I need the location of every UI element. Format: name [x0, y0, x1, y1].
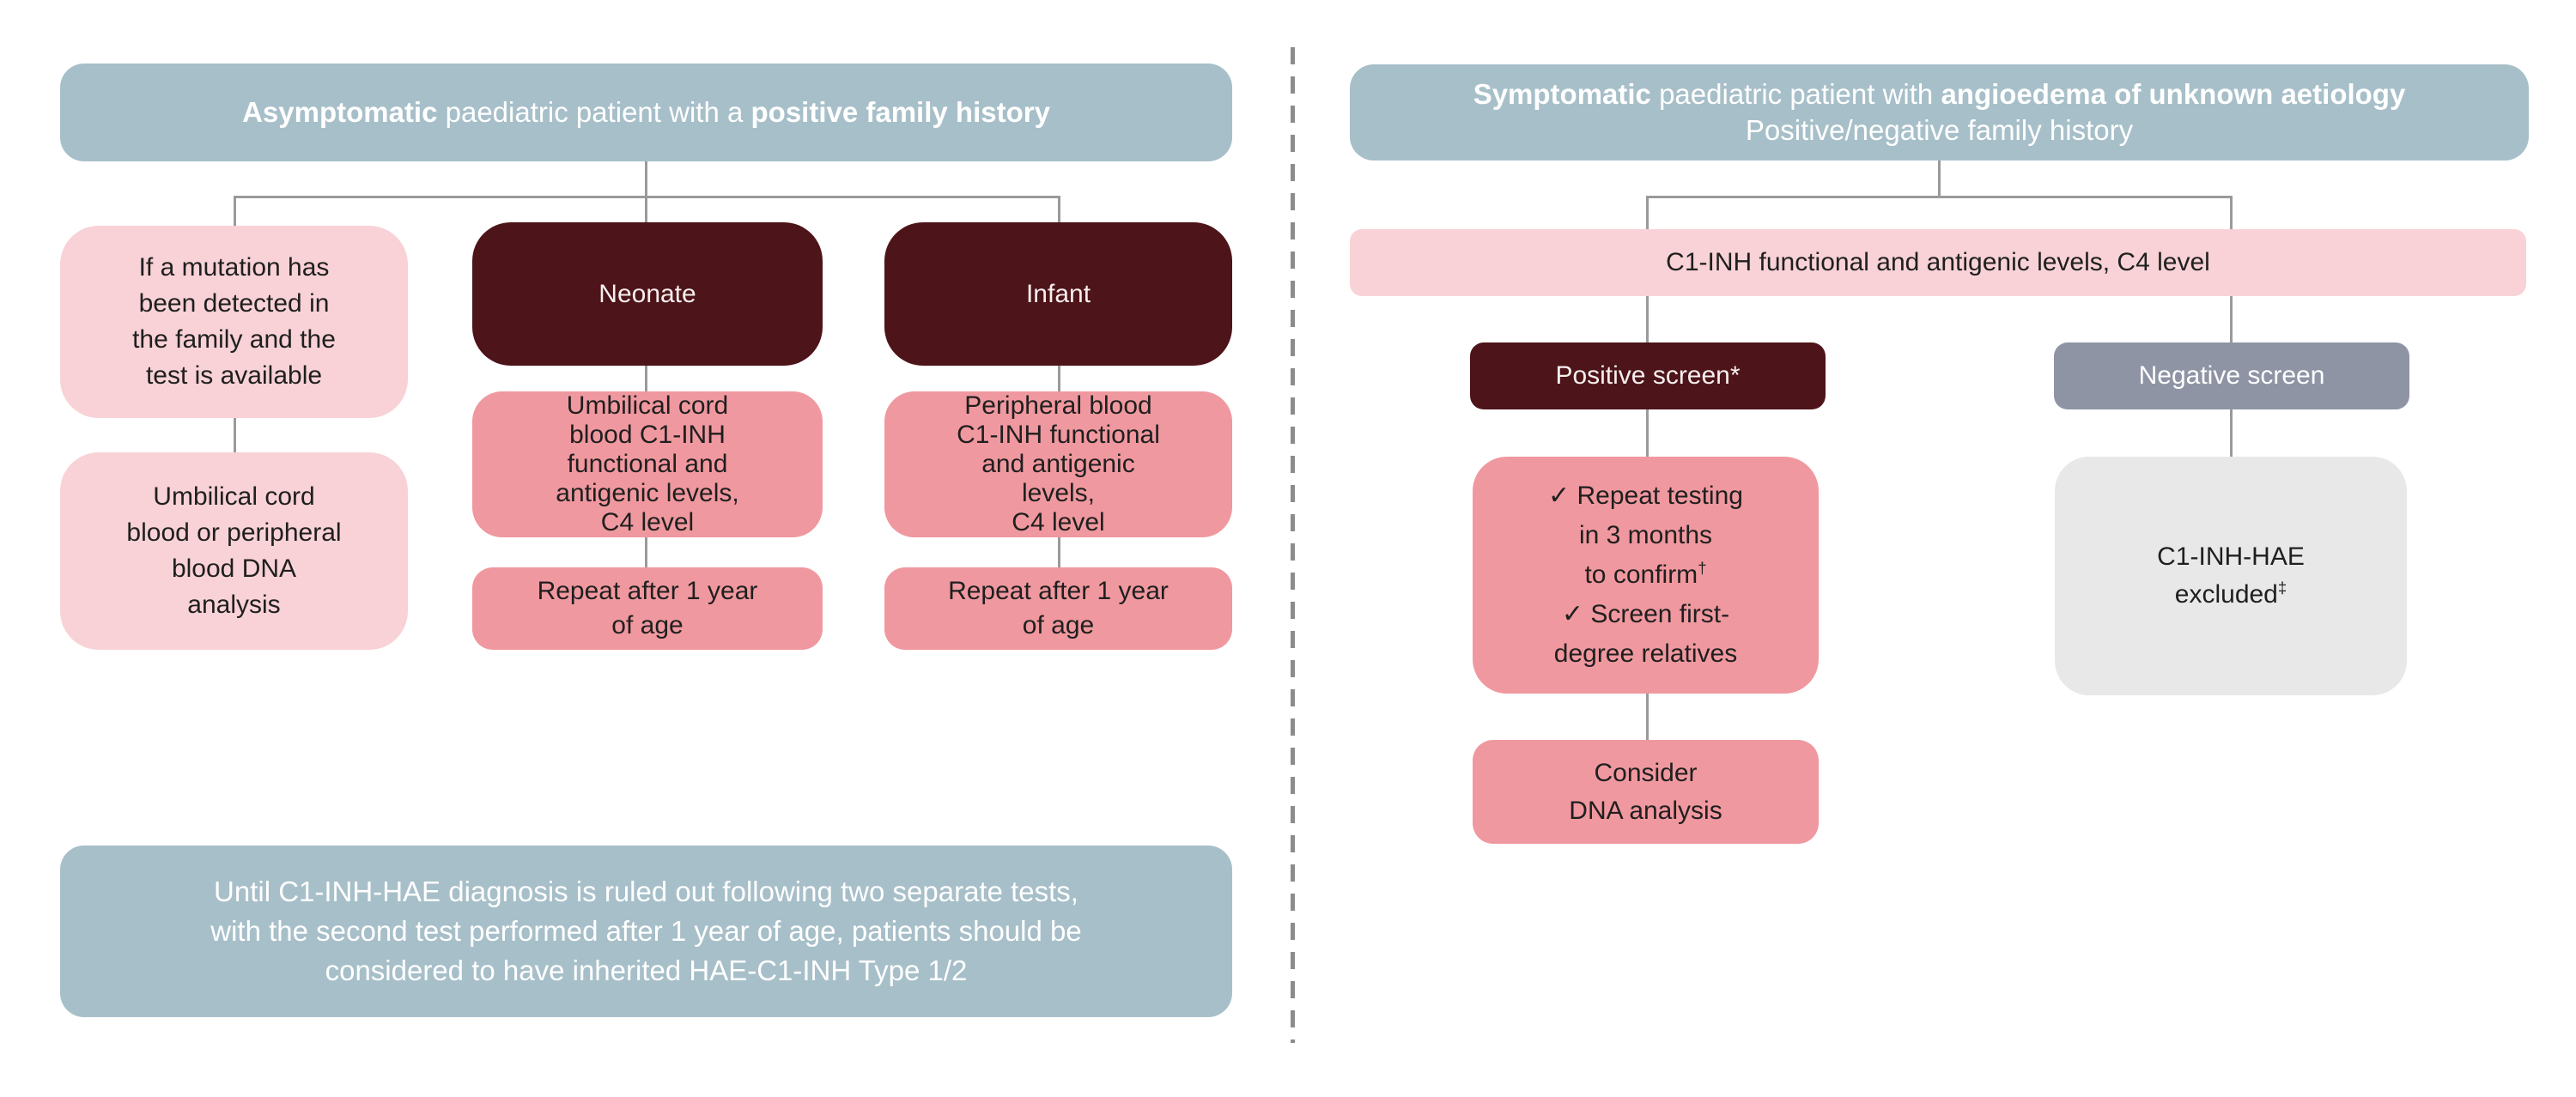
symptomatic-header-line2: Positive/negative family history: [1745, 114, 2134, 146]
line: C1-INH functional: [957, 421, 1160, 449]
panel-divider: [1291, 47, 1295, 1043]
double-dagger-footnote-mark: ‡: [2277, 579, 2287, 597]
line: C4 level: [1012, 508, 1105, 536]
line: Peripheral blood: [964, 391, 1152, 420]
positive-screen-label: Positive screen*: [1555, 361, 1741, 390]
negative-screen-label: Negative screen: [2138, 361, 2325, 390]
line: Repeat after 1 year: [948, 577, 1169, 605]
connector: [1646, 409, 1649, 457]
checklist-line: degree relatives: [1553, 639, 1738, 668]
connector: [645, 161, 647, 196]
line: been detected in: [138, 289, 330, 318]
connector: [1058, 537, 1060, 567]
connector: [1058, 196, 1060, 224]
connector: [645, 366, 647, 391]
line: Umbilical cord: [566, 391, 729, 420]
checklist-line: to confirm†: [1584, 555, 1706, 595]
line: blood DNA: [171, 555, 297, 583]
connector: [645, 537, 647, 567]
line: excluded‡: [2175, 576, 2287, 614]
line: functional and: [567, 450, 728, 478]
footer-note-box: Until C1-INH-HAE diagnosis is ruled out …: [60, 845, 1232, 1017]
connector: [1646, 694, 1649, 740]
line: analysis: [187, 591, 281, 619]
line: C4 level: [600, 508, 695, 536]
connector: [1646, 196, 2233, 198]
symptomatic-header-box: Symptomatic paediatric patient with angi…: [1350, 64, 2529, 161]
connector: [234, 196, 236, 227]
checklist-line: in 3 months: [1578, 521, 1713, 549]
neonate-label: Neonate: [598, 279, 696, 308]
infant-test-box: Peripheral blood C1-INH functional and a…: [884, 391, 1232, 537]
negative-screen-box: Negative screen: [2054, 342, 2409, 409]
line: antigenic levels,: [556, 479, 739, 507]
line: Repeat after 1 year: [537, 577, 758, 605]
consider-dna-box: Consider DNA analysis: [1473, 740, 1819, 844]
line: Umbilical cord: [153, 482, 315, 511]
line: If a mutation has: [138, 253, 330, 282]
repeat-and-screen-box: ✓ Repeat testing in 3 months to confirm†…: [1473, 457, 1819, 694]
connector: [234, 418, 236, 452]
checklist-line: ✓ Screen first-: [1561, 600, 1730, 628]
neonate-repeat-box: Repeat after 1 year of age: [472, 567, 823, 650]
line: DNA analysis: [1569, 796, 1722, 825]
line: test is available: [145, 361, 323, 390]
checklist-line: ✓ Repeat testing: [1548, 482, 1743, 510]
line: with the second test performed after 1 y…: [210, 915, 1082, 947]
mutation-detected-box: If a mutation has been detected in the f…: [60, 226, 408, 418]
positive-screen-box: Positive screen*: [1470, 342, 1826, 409]
line: and antigenic: [981, 450, 1135, 478]
line: of age: [611, 611, 683, 639]
header-mid: paediatric patient with: [1650, 78, 1941, 110]
header-mid: paediatric patient with a: [437, 96, 751, 128]
line: the family and the: [132, 325, 336, 354]
dna-analysis-box: Umbilical cord blood or peripheral blood…: [60, 452, 408, 650]
infant-label: Infant: [1025, 279, 1091, 308]
header-bold-lead: Asymptomatic: [242, 96, 438, 128]
connector: [1058, 366, 1060, 391]
test-levels-bar: C1-INH functional and antigenic levels, …: [1350, 229, 2526, 296]
confirm-text: to confirm: [1584, 561, 1698, 589]
connector: [1938, 161, 1941, 196]
connector: [645, 196, 647, 224]
asymptomatic-header-text: Asymptomatic paediatric patient with a p…: [242, 94, 1050, 130]
test-levels-text: C1-INH functional and antigenic levels, …: [1666, 248, 2210, 276]
neonate-box: Neonate: [472, 222, 823, 366]
asymptomatic-header-box: Asymptomatic paediatric patient with a p…: [60, 64, 1232, 161]
line: blood or peripheral: [126, 518, 342, 547]
connector: [2230, 409, 2233, 457]
hae-excluded-box: C1-INH-HAE excluded‡: [2055, 457, 2407, 695]
neonate-test-box: Umbilical cord blood C1-INH functional a…: [472, 391, 823, 537]
dagger-footnote-mark: †: [1698, 559, 1707, 577]
header-bold-lead: Symptomatic: [1473, 78, 1651, 110]
line: C1-INH-HAE: [2157, 542, 2305, 571]
symptomatic-header-line1: Symptomatic paediatric patient with angi…: [1473, 76, 2406, 112]
line: Until C1-INH-HAE diagnosis is ruled out …: [214, 876, 1078, 907]
infant-box: Infant: [884, 222, 1232, 366]
line: considered to have inherited HAE-C1-INH …: [325, 955, 968, 986]
header-bold-tail: positive family history: [750, 96, 1050, 128]
infant-repeat-box: Repeat after 1 year of age: [884, 567, 1232, 650]
line: Consider: [1594, 758, 1698, 787]
line: blood C1-INH: [569, 421, 726, 449]
line: levels,: [1021, 479, 1096, 507]
line: of age: [1022, 611, 1095, 639]
header-bold-tail: angioedema of unknown aetiology: [1941, 78, 2406, 110]
excluded-text: excluded: [2174, 580, 2278, 609]
